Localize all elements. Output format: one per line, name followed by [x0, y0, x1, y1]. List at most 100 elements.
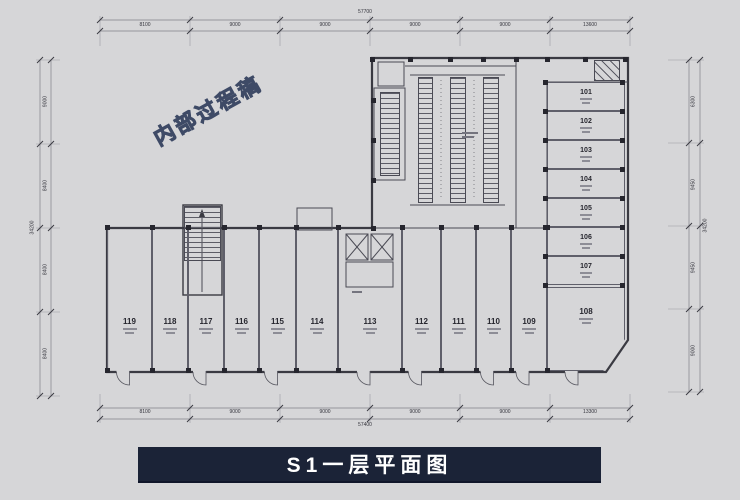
- room-subtext: [580, 272, 592, 274]
- room-subtext: [582, 160, 590, 162]
- dimension-text: 8400: [42, 179, 49, 192]
- column-marker: [620, 167, 625, 172]
- rack-hatch-1: [418, 77, 433, 203]
- dimension-text: 9450: [690, 178, 697, 190]
- column-marker: [222, 368, 227, 373]
- room-119: 119: [107, 230, 152, 371]
- dimension-text: 8400: [42, 263, 49, 276]
- room-subtext: [234, 327, 249, 330]
- column-marker: [448, 57, 453, 62]
- room-105: 105: [547, 198, 625, 227]
- column-marker: [400, 368, 405, 373]
- dimension-text: 57400: [358, 422, 372, 428]
- small-note-bar: [462, 132, 478, 134]
- dimension-text: 6300: [690, 95, 697, 107]
- room-107: 107: [547, 256, 625, 285]
- column-marker: [257, 368, 262, 373]
- room-subtext: [579, 318, 593, 320]
- dimension-text: 8100: [139, 22, 151, 28]
- column-marker: [543, 254, 548, 259]
- column-marker: [583, 57, 588, 62]
- corner-ramp-hatch: [594, 60, 620, 81]
- room-115: 115: [259, 230, 296, 371]
- dimension-text: 34200: [29, 220, 36, 235]
- room-112: 112: [402, 230, 441, 371]
- page-title: S1一层平面图: [286, 454, 453, 477]
- dimension-text: 9000: [229, 22, 241, 28]
- column-marker: [294, 225, 299, 230]
- column-marker: [509, 225, 514, 230]
- dimension-text: 9000: [42, 95, 49, 108]
- room-subtext: [201, 331, 211, 334]
- dimension-text: 8100: [139, 409, 151, 415]
- room-subtext: [273, 331, 282, 334]
- column-marker: [543, 283, 548, 288]
- room-subtext: [237, 331, 246, 334]
- column-marker: [620, 80, 625, 85]
- room-subtext: [454, 331, 463, 334]
- room-subtext: [451, 327, 466, 330]
- room-subtext: [122, 327, 137, 330]
- column-marker: [105, 368, 110, 373]
- column-marker: [150, 368, 155, 373]
- room-number: 115: [271, 316, 284, 326]
- room-subtext: [522, 327, 536, 330]
- column-marker: [186, 368, 191, 373]
- room-number: 104: [580, 176, 592, 183]
- column-marker: [543, 225, 548, 230]
- column-marker: [623, 57, 628, 62]
- column-marker: [481, 57, 486, 62]
- column-marker: [400, 225, 405, 230]
- room-number: 119: [123, 316, 136, 326]
- room-number: 116: [235, 316, 248, 326]
- room-106: 106: [547, 227, 625, 256]
- room-110: 110: [476, 230, 511, 371]
- dimension-text: 13300: [583, 409, 597, 415]
- column-marker: [620, 196, 625, 201]
- room-subtext: [582, 102, 590, 104]
- column-marker: [294, 368, 299, 373]
- small-note-bar: [352, 291, 362, 293]
- room-subtext: [582, 131, 590, 133]
- room-104: 104: [547, 169, 625, 198]
- dimension-text: 13600: [583, 22, 597, 28]
- dimension-text: 9000: [409, 409, 421, 415]
- room-number: 105: [580, 205, 592, 212]
- room-109: 109: [511, 230, 547, 371]
- column-marker: [408, 57, 413, 62]
- room-number: 111: [452, 316, 465, 326]
- room-subtext: [580, 243, 592, 245]
- room-114: 114: [296, 230, 338, 371]
- room-subtext: [582, 276, 590, 278]
- room-number: 103: [580, 147, 592, 154]
- column-marker: [439, 225, 444, 230]
- room-116: 116: [224, 230, 259, 371]
- dimension-text: 9000: [319, 409, 331, 415]
- room-subtext: [582, 189, 590, 191]
- room-subtext: [582, 247, 590, 249]
- column-marker: [186, 225, 191, 230]
- column-marker: [620, 109, 625, 114]
- room-subtext: [580, 156, 592, 158]
- room-subtext: [199, 327, 213, 330]
- column-marker: [509, 368, 514, 373]
- column-marker: [514, 57, 519, 62]
- room-number: 106: [580, 234, 592, 241]
- stair-treads: [184, 206, 221, 261]
- room-subtext: [489, 331, 498, 334]
- room-subtext: [363, 327, 377, 330]
- dimension-text: 9000: [409, 22, 421, 28]
- room-subtext: [163, 327, 177, 330]
- column-marker: [371, 178, 376, 183]
- room-subtext: [125, 331, 134, 334]
- dimension-text: 9000: [499, 409, 511, 415]
- dimension-text: 9450: [690, 261, 697, 273]
- dimension-text: 9000: [319, 22, 331, 28]
- dimension-text: 9000: [690, 344, 697, 356]
- room-subtext: [524, 331, 534, 334]
- column-marker: [105, 225, 110, 230]
- column-marker: [371, 138, 376, 143]
- room-subtext: [270, 327, 285, 330]
- room-subtext: [310, 327, 324, 330]
